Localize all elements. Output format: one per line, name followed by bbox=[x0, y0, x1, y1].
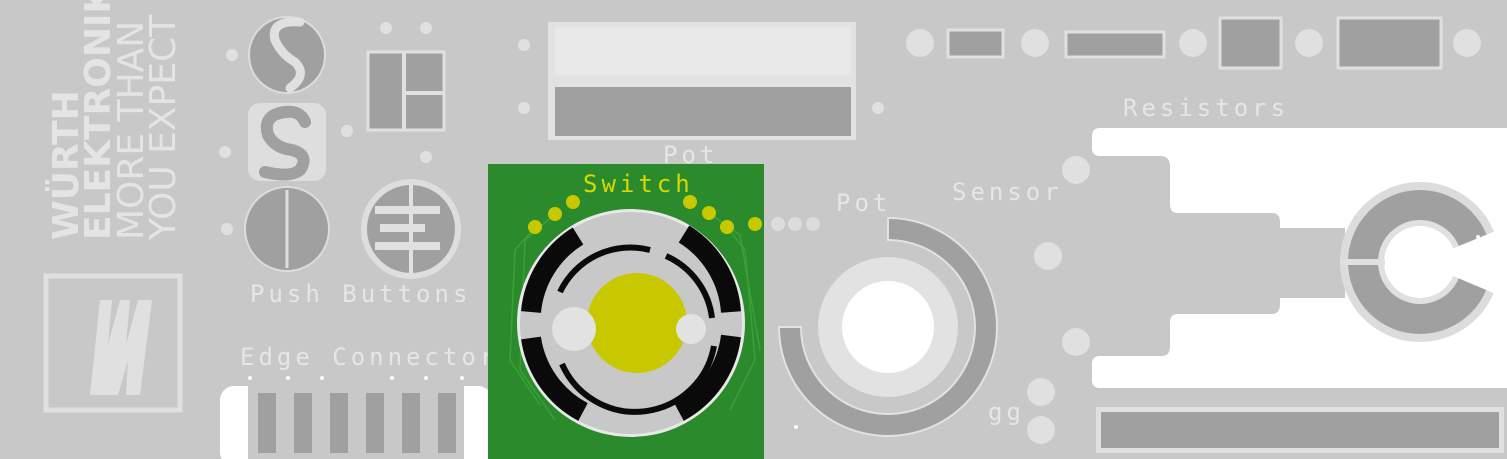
capacitive-slider-c[interactable] bbox=[1340, 182, 1507, 342]
edge-finger bbox=[402, 393, 420, 453]
via-dots bbox=[219, 22, 884, 235]
edge-finger bbox=[366, 393, 384, 453]
edge-finger bbox=[294, 393, 312, 453]
rotary-pot[interactable]: Pot bbox=[777, 189, 998, 437]
logo-tagline-line2: YOU EXPECT bbox=[143, 14, 184, 241]
logo-brand-line1: WÜRTH bbox=[45, 90, 87, 240]
pot-label: Pot bbox=[836, 189, 891, 217]
edge-finger bbox=[330, 393, 348, 453]
logo-brand-line2: ELEKTRONIK bbox=[78, 0, 119, 240]
gg-label: gg bbox=[988, 398, 1025, 426]
s-trace-icon bbox=[269, 17, 305, 93]
wave-trace-icon bbox=[259, 105, 311, 181]
resistors-label: Resistors bbox=[1123, 94, 1289, 122]
sensor-label: Sensor bbox=[952, 178, 1063, 206]
edge-finger bbox=[258, 393, 276, 453]
edge-finger bbox=[438, 393, 456, 453]
switch-pins bbox=[528, 195, 762, 234]
logo-tagline-line1: MORE THAN bbox=[111, 21, 152, 240]
resistor-0603[interactable] bbox=[1064, 30, 1166, 59]
edge-connector: Edge Connector bbox=[220, 343, 498, 459]
rotary-switch[interactable]: Switch bbox=[488, 164, 820, 459]
sensor-vias bbox=[1027, 156, 1090, 444]
resistor-0402[interactable] bbox=[946, 28, 1005, 59]
switch-wiper bbox=[587, 273, 687, 373]
logo-we-mark-icon bbox=[90, 300, 152, 395]
push-buttons-label: Push Buttons bbox=[250, 280, 471, 308]
resistor-0805[interactable] bbox=[1218, 16, 1283, 70]
switch-label: Switch bbox=[583, 170, 694, 198]
resistor-1206[interactable] bbox=[1336, 16, 1443, 70]
logo-box bbox=[43, 273, 183, 413]
edge-connector-label: Edge Connector bbox=[240, 343, 498, 371]
resistor-row bbox=[906, 16, 1481, 70]
wurth-logo: WÜRTH ELEKTRONIK MORE THAN YOU EXPECT bbox=[43, 0, 184, 413]
push-buttons-group: Push Buttons bbox=[219, 16, 884, 308]
